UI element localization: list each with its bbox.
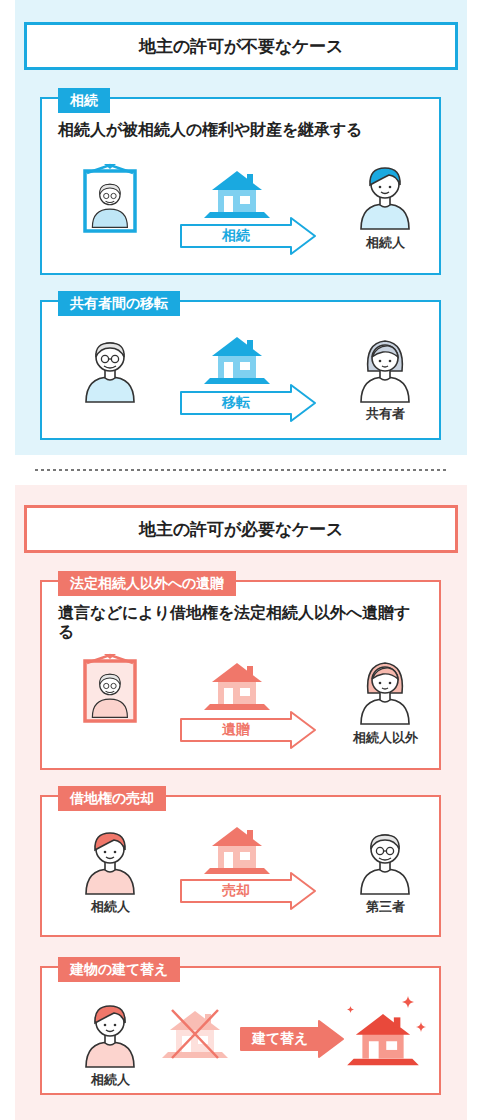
panel-fill [40,795,441,937]
person-icon [361,168,409,229]
person-icon [361,341,409,402]
panel-fill [40,966,441,1095]
pink-band [15,485,467,1120]
case-panel: 借地権の売却売却 [40,795,441,937]
arrow-shape: 遺贈 [180,711,316,749]
person-label: 相続人 [91,898,130,916]
person-icon [86,343,134,402]
house-icon [204,827,270,874]
house-icon [204,663,270,710]
arrow-shape: 建て替え [240,1020,344,1058]
title-box: 地主の許可が必要なケース [24,505,458,553]
panel-fill [40,97,441,275]
arrow-shape: 相続 [180,217,316,255]
title-text: 地主の許可が必要なケース [139,518,343,541]
blue-band [15,0,467,455]
case-tag: 相続 [58,88,110,113]
case-tag: 建物の建て替え [58,957,180,982]
person-label: 相続人 [366,234,405,252]
house-icon [204,337,270,384]
case-tag: 共有者間の移転 [58,291,180,316]
arrow-shape: 移転 [180,384,316,422]
person-icon [86,1006,134,1067]
title-box: 地主の許可が不要なケース [24,22,458,70]
person-icon [86,833,134,894]
portrait-icon [85,164,135,231]
arrow-label: 売却 [180,872,291,910]
new-house [347,996,426,1065]
arrow-label: 相続 [180,217,291,255]
arrow-label: 遺贈 [180,711,291,749]
person-label: 共有者 [366,405,405,423]
arrow-label: 移転 [180,384,291,422]
panel-fill [40,580,441,770]
divider [35,469,447,471]
person-label: 第三者 [366,898,405,916]
portrait-icon [85,654,135,721]
arrow-shape: 売却 [180,872,316,910]
person-label: 相続人以外 [353,729,418,747]
arrow-label: 建て替え [240,1020,319,1058]
house-icon [204,171,270,218]
case-tag: 借地権の売却 [58,786,166,811]
demolished-house [162,1010,228,1058]
person-icon [361,663,409,724]
case-description: 遺言などにより借地権を法定相続人以外へ遺贈する [58,604,410,642]
case-description: 相続人が被相続人の権利や財産を継承する [58,121,410,140]
panel-fill [40,300,441,440]
case-tag: 法定相続人以外への遺贈 [58,571,236,596]
person-label: 相続人 [91,1071,130,1089]
person-icon [361,835,409,894]
title-text: 地主の許可が不要なケース [139,35,343,58]
